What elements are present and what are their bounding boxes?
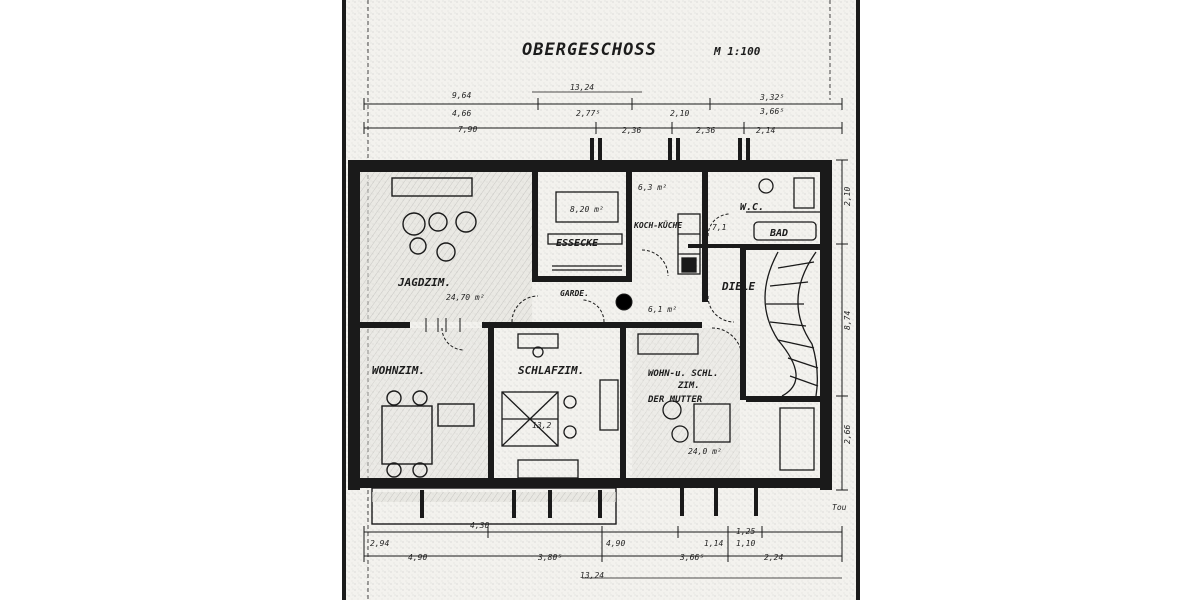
dim-bottom-2: 4,90: [606, 539, 625, 548]
dim-bottom-4: 1,10: [736, 539, 755, 548]
furniture-bathroom: [746, 177, 820, 241]
balcony: [371, 486, 758, 525]
bottom-dimension-lines: [363, 526, 843, 579]
floor-plan-drawing: OBERGESCHOSS M 1:100 13,24 9,64 4,66 2,7…: [342, 0, 860, 600]
plan-scale: M 1:100: [713, 45, 761, 58]
door-swings: [441, 213, 743, 359]
room-label-wohnzim: WOHNZIM.: [372, 364, 425, 377]
dim-top-3: 2,77⁵: [576, 109, 600, 118]
dim-top-10: 2,14: [756, 126, 775, 135]
dim-bottom-8: 2,24: [764, 553, 783, 562]
plan-title: OBERGESCHOSS: [522, 40, 657, 60]
room-label-wohn-schlafzim-2: ZIM.: [677, 381, 700, 391]
dim-bottom-7: 3,66⁵: [679, 553, 704, 562]
dim-top-9: 2,36: [696, 126, 715, 135]
interior-walls: [360, 172, 820, 478]
right-dimension-lines: [836, 159, 848, 491]
dim-bottom-overall: 13,24: [580, 571, 604, 580]
room-label-jagdzim: JAGDZIM.: [397, 276, 451, 289]
room-label-garde: GARDE.: [560, 289, 589, 298]
dim-top-8: 2,10: [670, 109, 689, 118]
room-label-der-mutter: DER MUTTER: [647, 395, 703, 405]
dim-bottom-11: 2,94: [370, 539, 389, 548]
dim-right-2: 8,74: [843, 311, 852, 330]
dim-bottom-3: 1,14: [704, 539, 723, 548]
room-label-bad: BAD: [769, 228, 788, 239]
room-label-kochkuche: KOCH-KÜCHE: [633, 220, 682, 230]
exterior-walls: [348, 160, 832, 490]
furniture-wohn-schlafzim: [637, 333, 815, 471]
dim-bottom-5: 4,90: [408, 553, 427, 562]
area-schlafzim: 13,2: [532, 421, 551, 430]
spiral-staircase: [764, 251, 819, 397]
dim-bottom-6: 3,80⁵: [537, 553, 562, 562]
door-marks: [425, 293, 633, 332]
dim-top-7: 2,36: [622, 126, 641, 135]
furniture-wohnzim: [381, 390, 475, 478]
area-jagdzim: 24,70 m²: [446, 293, 485, 302]
furniture-essecke: [547, 191, 623, 271]
room-label-wc: W.C.: [740, 202, 764, 213]
furniture-jagdzim: [391, 177, 477, 262]
furniture-kitchen: [677, 213, 701, 275]
dim-top-2: 4,66: [452, 109, 471, 118]
area-diele: 6,1 m²: [648, 305, 677, 314]
area-essecke: 8,20 m²: [570, 205, 604, 214]
room-label-essecke: ESSECKE: [556, 238, 599, 249]
dim-bottom-9: 1,25: [736, 527, 755, 536]
room-label-diele: DIELE: [721, 280, 755, 293]
area-bad: 7,1: [712, 223, 726, 232]
area-wohn-schlaf: 24,0 m²: [688, 447, 722, 456]
dim-top-1: 9,64: [452, 91, 471, 100]
dim-top-5: 3,66⁵: [759, 107, 784, 116]
dim-right-1: 2,10: [843, 187, 852, 206]
room-label-wohn-schlafzim: WOHN-u. SCHL.: [648, 369, 718, 379]
dim-top-6: 7,90: [458, 125, 477, 134]
side-note: Tou: [832, 503, 847, 512]
top-dimension-lines: [363, 91, 843, 134]
sheet-right-edge: [856, 0, 860, 600]
dim-overall-top: 13,24: [570, 83, 594, 92]
sheet-left-edge: [342, 0, 346, 600]
furniture-schlafzim: [501, 333, 619, 479]
dim-top-4: 3,32⁵: [759, 93, 784, 102]
top-window-marks: [590, 138, 750, 160]
floor-plan-sheet: OBERGESCHOSS M 1:100 13,24 9,64 4,66 2,7…: [342, 0, 860, 600]
room-label-schlafzim: SCHLAFZIM.: [518, 364, 584, 377]
dim-bottom-1: 4,30: [470, 521, 489, 530]
area-kochkuche: 6,3 m²: [638, 183, 667, 192]
dim-right-3: 2,66: [843, 425, 852, 444]
